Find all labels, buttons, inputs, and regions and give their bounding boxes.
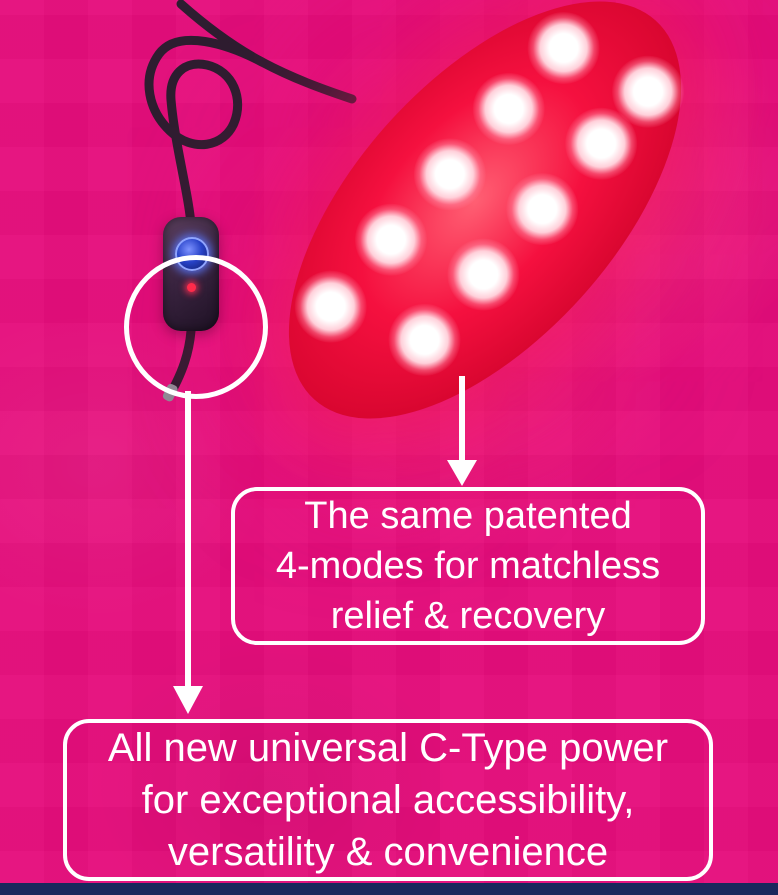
callout-line: The same patented	[304, 494, 632, 537]
callout-line: for exceptional accessibility,	[141, 778, 635, 822]
led-light	[491, 158, 594, 260]
callout-power: All new universal C-Type power for excep…	[63, 719, 713, 881]
red-light-therapy-pad	[217, 0, 753, 487]
callout-line: 4-modes for matchless	[275, 544, 661, 587]
arrow-to-power-callout	[173, 391, 203, 714]
led-light	[432, 223, 535, 326]
led-light	[399, 123, 501, 226]
cable-loop	[144, 35, 267, 232]
highlight-circle	[124, 255, 268, 399]
callout-line: All new universal C-Type power	[107, 726, 669, 770]
led-light	[373, 289, 476, 391]
led-light	[340, 188, 442, 291]
callout-line: versatility & convenience	[167, 830, 609, 874]
bottom-bar	[0, 883, 778, 895]
callout-modes: The same patented 4-modes for matchless …	[231, 487, 705, 645]
callout-line: relief & recovery	[330, 595, 606, 638]
led-light	[279, 255, 382, 358]
cable-to-pad	[176, 0, 357, 104]
